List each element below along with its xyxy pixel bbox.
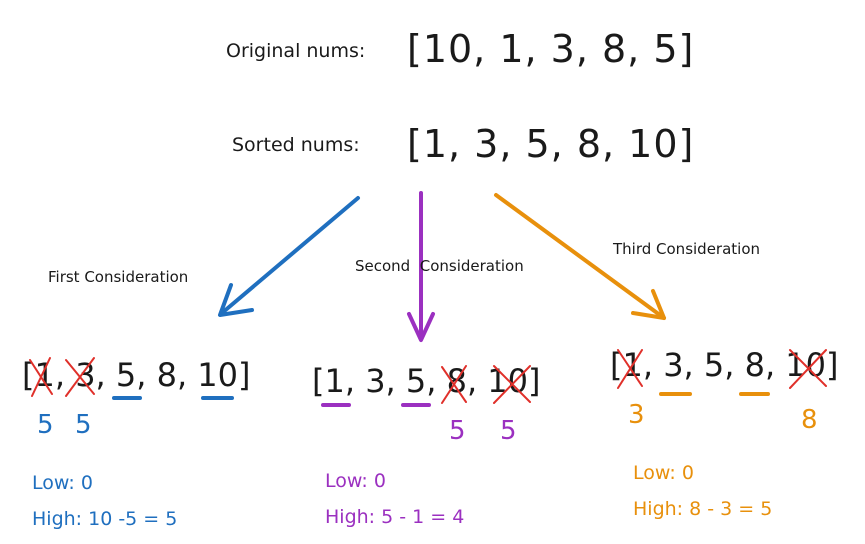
elem-5: 5 xyxy=(115,356,137,394)
elem-3: 3 xyxy=(365,362,386,400)
picked-third-b: 8 xyxy=(801,405,818,435)
comma: , xyxy=(136,356,147,394)
caption-third: Third Consideration xyxy=(613,240,761,258)
elem-5: 5 xyxy=(703,346,725,384)
comma: , xyxy=(344,362,356,400)
arrow-second xyxy=(407,191,435,342)
elem-3: 3 xyxy=(663,346,684,384)
bracket-open: [ xyxy=(610,346,623,384)
comma: , xyxy=(642,346,654,384)
bracket-open: [ xyxy=(312,362,325,400)
strike-second-8 xyxy=(441,365,467,404)
picked-first-b: 5 xyxy=(75,410,92,440)
comma: , xyxy=(385,362,396,400)
strike-second-10 xyxy=(493,365,531,404)
low-third: Low: 0 xyxy=(633,462,694,484)
elem-8: 8 xyxy=(744,346,765,384)
comma: , xyxy=(54,356,66,394)
low-first: Low: 0 xyxy=(32,472,93,494)
picked-second-b: 5 xyxy=(500,416,517,446)
elem-3: 3 xyxy=(75,356,96,394)
arrow-third xyxy=(494,193,666,320)
high-first: High: 10 -5 = 5 xyxy=(32,508,178,530)
high-second: High: 5 - 1 = 4 xyxy=(325,506,465,528)
bracket-close: ] xyxy=(826,346,839,384)
original-array: [10, 1, 3, 8, 5] xyxy=(407,27,695,71)
elem-1: 1 xyxy=(324,362,345,400)
bracket-open: [ xyxy=(22,356,35,394)
caption-second: Second Consideration xyxy=(355,257,524,275)
comma: , xyxy=(764,346,776,384)
bracket-close: ] xyxy=(528,362,541,400)
elem-1: 1 xyxy=(34,356,55,394)
strike-third-10 xyxy=(789,349,827,389)
elem-8: 8 xyxy=(156,356,177,394)
comma: , xyxy=(466,362,478,400)
comma: , xyxy=(724,346,735,384)
comma: , xyxy=(95,356,106,394)
comma: , xyxy=(683,346,694,384)
comma: , xyxy=(176,356,188,394)
original-label: Original nums: xyxy=(226,40,366,62)
high-third: High: 8 - 3 = 5 xyxy=(633,498,773,520)
elem-5: 5 xyxy=(405,362,427,400)
strike-third-1 xyxy=(617,349,643,389)
strike-first-3 xyxy=(65,357,95,397)
strike-first-1 xyxy=(29,357,53,397)
picked-third-a: 3 xyxy=(628,400,645,430)
array-first: [1, 3, 5, 8, 10] xyxy=(22,356,251,394)
caption-first: First Consideration xyxy=(48,268,189,286)
picked-second-a: 5 xyxy=(449,416,466,446)
elem-10: 10 xyxy=(197,356,239,394)
comma: , xyxy=(426,362,437,400)
bracket-close: ] xyxy=(238,356,251,394)
picked-first-a: 5 xyxy=(37,410,54,440)
arrow-first xyxy=(218,196,360,317)
low-second: Low: 0 xyxy=(325,470,386,492)
sorted-array: [1, 3, 5, 8, 10] xyxy=(407,122,695,166)
sorted-label: Sorted nums: xyxy=(232,134,360,156)
